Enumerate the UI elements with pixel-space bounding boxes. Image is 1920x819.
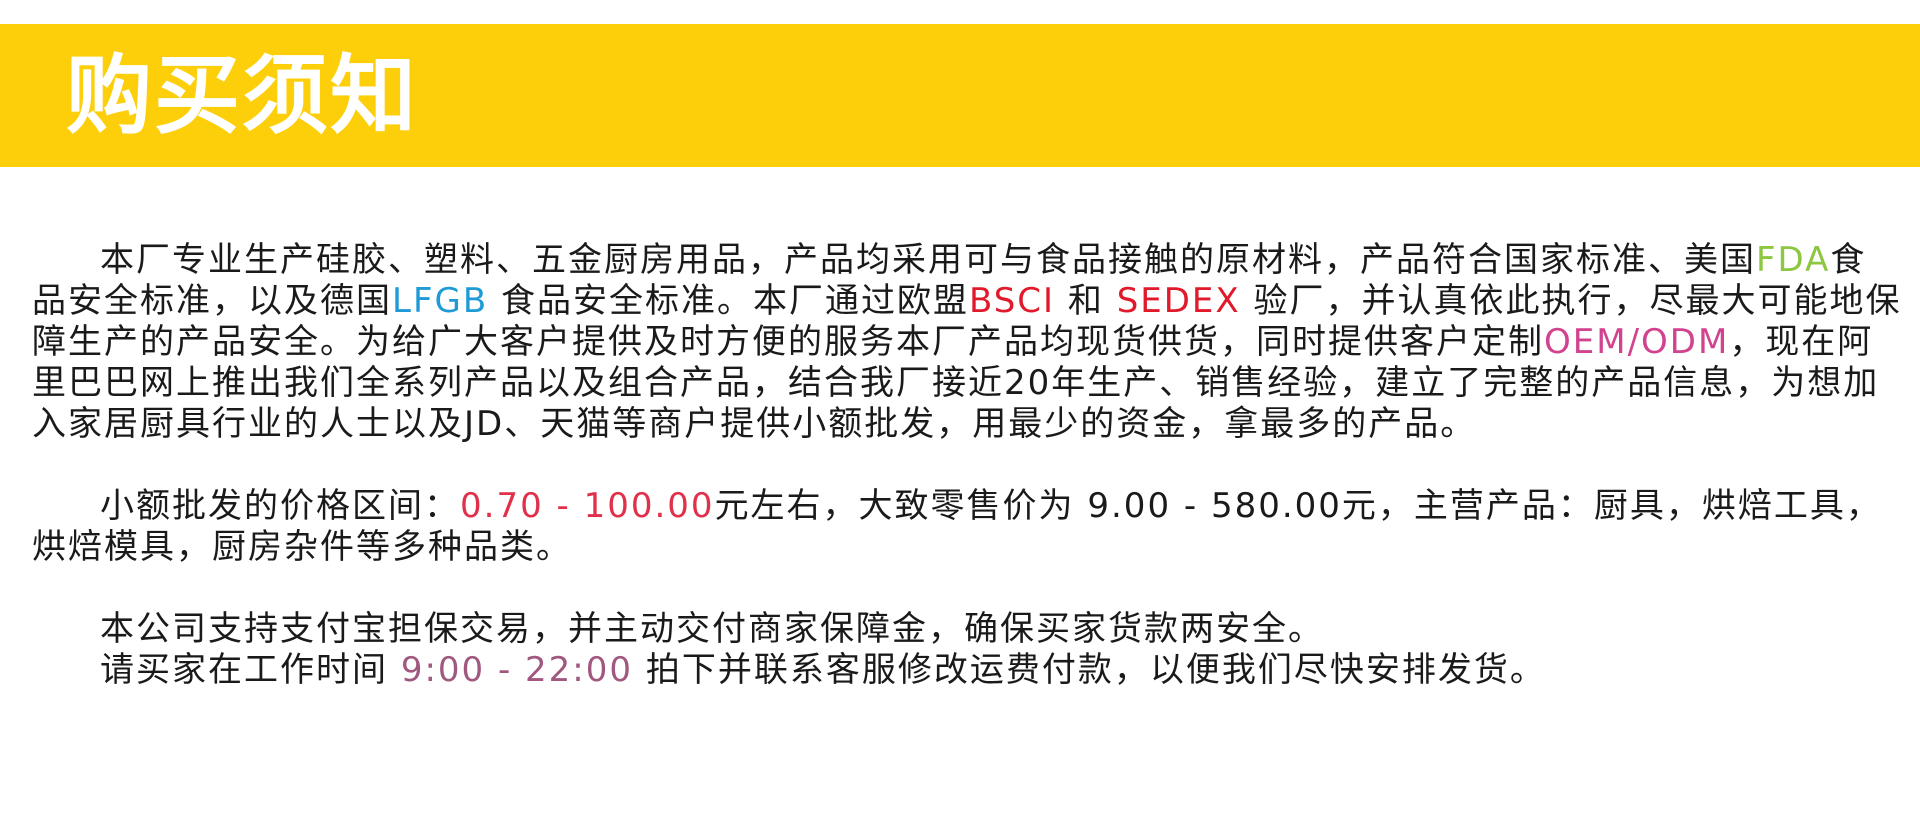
pricing-text-2: 元左右，大致零售价为 9.00 - 580.00元，主营产品：厨具，烘焙工具，烘… <box>32 486 1882 567</box>
intro-text-5: 验厂，并认真依此执行，尽最大可能地保障生产的产品安全。为给广大客户提供及时方便的… <box>32 281 1902 362</box>
oem-odm-highlight: OEM/ODM <box>1544 322 1730 362</box>
pricing-text-1: 小额批发的价格区间： <box>100 486 460 526</box>
paragraph-pricing: 小额批发的价格区间：0.70 - 100.00元左右，大致零售价为 9.00 -… <box>32 486 1902 568</box>
intro-text-3: 食品安全标准。本厂通过欧盟 <box>488 281 969 321</box>
intro-text-1: 本厂专业生产硅胶、塑料、五金厨房用品，产品均采用可与食品接触的原材料，产品符合国… <box>100 240 1756 280</box>
bsci-highlight: BSCI <box>968 281 1056 321</box>
page-title: 购买须知 <box>66 46 418 146</box>
header-banner: 购买须知 <box>0 24 1920 167</box>
fda-highlight: FDA <box>1756 240 1831 280</box>
payment-text: 本公司支持支付宝担保交易，并主动交付商家保障金，确保买家货款两安全。 <box>100 609 1324 649</box>
price-range-highlight: 0.70 - 100.00 <box>460 486 715 526</box>
paragraph-hours: 请买家在工作时间 9:00 - 22:00 拍下并联系客服修改运费付款，以便我们… <box>32 650 1902 691</box>
sedex-highlight: SEDEX <box>1116 281 1241 321</box>
paragraph-intro: 本厂专业生产硅胶、塑料、五金厨房用品，产品均采用可与食品接触的原材料，产品符合国… <box>32 240 1902 445</box>
working-hours-highlight: 9:00 - 22:00 <box>400 650 634 690</box>
intro-text-4: 和 <box>1055 281 1117 321</box>
paragraph-payment: 本公司支持支付宝担保交易，并主动交付商家保障金，确保买家货款两安全。 <box>32 609 1902 650</box>
notice-body: 本厂专业生产硅胶、塑料、五金厨房用品，产品均采用可与食品接触的原材料，产品符合国… <box>32 240 1902 691</box>
hours-text-2: 拍下并联系客服修改运费付款，以便我们尽快安排发货。 <box>633 650 1546 690</box>
intro-text-2: 食品安全标准，以及德国 <box>32 240 1867 321</box>
hours-text-1: 请买家在工作时间 <box>100 650 401 690</box>
intro-text-6: ，现在阿里巴巴网上推出我们全系列产品以及组合产品，结合我厂接近20年生产、销售经… <box>32 322 1880 444</box>
lfgb-highlight: LFGB <box>392 281 489 321</box>
